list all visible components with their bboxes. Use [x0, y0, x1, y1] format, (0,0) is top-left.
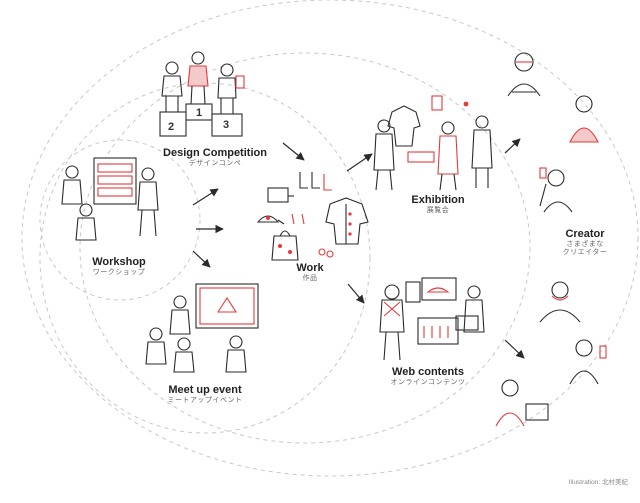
work-label: Work 作品 — [280, 262, 340, 283]
workshop-title: Workshop — [92, 256, 146, 268]
web-contents-subtitle: オンラインコンテンツ — [390, 378, 466, 386]
arrow-work-to-web — [347, 283, 365, 304]
design-competition-label: Design Competition デザインコンペ — [150, 147, 280, 168]
competition-illustration — [159, 51, 245, 137]
creator-subtitle-2: クリエイター — [562, 248, 608, 256]
illustration-credit: Illustration: 北村美紀 — [568, 479, 628, 486]
work-title: Work — [296, 262, 324, 274]
arrow-exhibition-to-creators — [504, 138, 521, 154]
web-contents-illustration — [379, 277, 485, 361]
arrow-work-to-exhibition — [346, 153, 373, 172]
middle-ring — [79, 52, 531, 444]
work-illustration — [256, 172, 369, 261]
arrow-workshop-to-meetup — [192, 250, 211, 268]
arrow-competition-to-work — [282, 142, 305, 161]
exhibition-illustration — [373, 95, 493, 191]
web-contents-title: Web contents — [392, 366, 464, 378]
meetup-subtitle: ミートアップイベント — [167, 396, 243, 404]
exhibition-subtitle: 展覧会 — [426, 206, 450, 214]
work-subtitle: 作品 — [302, 274, 318, 282]
workshop-subtitle: ワークショップ — [92, 268, 146, 276]
exhibition-title: Exhibition — [411, 194, 465, 206]
workshop-ring — [39, 139, 201, 301]
workshop-illustration — [61, 157, 159, 241]
meetup-illustration — [145, 283, 259, 373]
web-contents-label: Web contents オンラインコンテンツ — [378, 366, 478, 387]
creator-title: Creator — [565, 228, 605, 240]
exhibition-label: Exhibition 展覧会 — [398, 194, 478, 215]
podium-number-2: 2 — [168, 121, 175, 133]
design-competition-subtitle: デザインコンペ — [188, 159, 242, 167]
creator-label: Creator さまざまな クリエイター — [550, 228, 620, 257]
workshop-label: Workshop ワークショップ — [64, 256, 174, 277]
podium-number-1: 1 — [196, 107, 203, 119]
podium-number-3: 3 — [223, 119, 230, 131]
meetup-label: Meet up event ミートアップイベント — [150, 384, 260, 405]
outer-ring — [21, 0, 639, 477]
arrow-workshop-to-work-top — [192, 188, 219, 206]
arrow-web-to-creators — [504, 339, 525, 359]
meetup-title: Meet up event — [168, 384, 242, 396]
creators-illustration — [495, 52, 607, 427]
creator-subtitle-1: さまざまな — [566, 240, 604, 248]
design-competition-title: Design Competition — [163, 147, 267, 159]
